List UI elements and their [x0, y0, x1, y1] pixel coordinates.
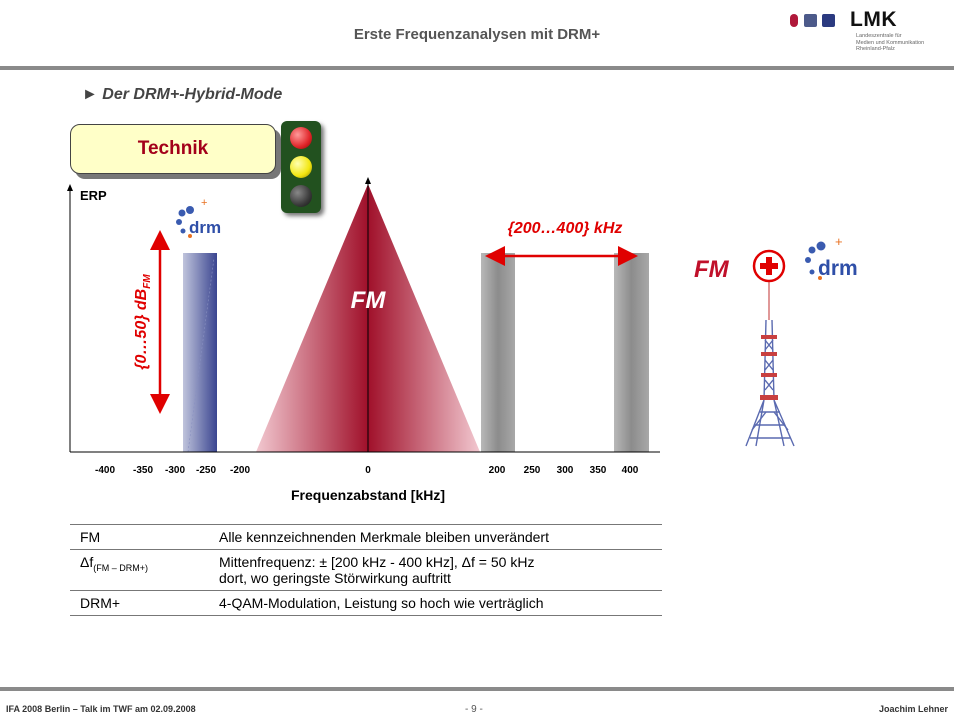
- table-value: Mittenfrequenz: ± [200 kHz - 400 kHz], Δ…: [209, 549, 662, 591]
- center-arrowhead: [365, 177, 371, 184]
- logo-square-red: [790, 14, 798, 27]
- grey-band-400: [614, 253, 649, 452]
- table-key: Δf(FM – DRM+): [70, 549, 209, 591]
- x-tick-label: -350: [133, 465, 153, 476]
- table-value: 4-QAM-Modulation, Leistung so hoch wie v…: [209, 590, 662, 616]
- x-tick-label: -200: [230, 465, 250, 476]
- table-key: DRM+: [70, 590, 209, 616]
- x-tick-label: -300: [165, 465, 185, 476]
- hybrid-logo: FM + drm: [694, 234, 858, 283]
- logo-subtitle-line: Rheinland-Pfalz: [856, 46, 895, 52]
- x-tick-label: -250: [196, 465, 216, 476]
- khz-range-label: {200…400} kHz: [508, 220, 623, 237]
- info-table: FM Alle kennzeichnenden Merkmale bleiben…: [70, 524, 662, 616]
- table-key: FM: [70, 524, 209, 550]
- traffic-light-icon: [281, 121, 321, 213]
- page-title: Erste Frequenzanalysen mit DRM+: [353, 26, 601, 43]
- table-value: Alle kennzeichnenden Merkmale bleiben un…: [209, 524, 662, 550]
- off-light: [290, 185, 312, 207]
- logo-subtitle-line: Landeszentrale für: [856, 33, 902, 39]
- x-tick-label: 250: [524, 465, 541, 476]
- x-tick-labels: -400 -350 -300 -250 -200 0 200 250 300 3…: [95, 465, 639, 476]
- drm-logo-text: drm: [189, 218, 221, 237]
- technik-button[interactable]: Technik: [70, 124, 276, 174]
- header-divider: [0, 66, 954, 70]
- yellow-light: [290, 156, 312, 178]
- logo-subtitle-line: Medien und Kommunikation: [856, 39, 925, 46]
- y-axis-label: ERP: [80, 188, 107, 203]
- x-tick-label: 0: [365, 465, 371, 476]
- logo-square-blue-2: [822, 14, 835, 27]
- fm-band-label: FM: [351, 287, 387, 314]
- tower-platforms: [760, 335, 778, 400]
- x-tick-label: 400: [622, 465, 639, 476]
- table-row: FM Alle kennzeichnenden Merkmale bleiben…: [70, 524, 662, 550]
- section-bullet: ► Der DRM+-Hybrid-Mode: [82, 86, 283, 103]
- footer-event: IFA 2008 Berlin – Talk im TWF am 02.09.2…: [6, 704, 196, 714]
- x-tick-label: -400: [95, 465, 115, 476]
- x-tick-label: 300: [557, 465, 574, 476]
- table-row: DRM+ 4-QAM-Modulation, Leistung so hoch …: [70, 590, 662, 616]
- logo-square-blue-1: [804, 14, 817, 27]
- page-number: - 9 -: [465, 704, 483, 715]
- db-range-label: {0…50} dBFM: [133, 274, 153, 370]
- grey-band-200: [481, 253, 515, 452]
- red-light: [290, 127, 312, 149]
- logo-name: LMK: [850, 8, 897, 31]
- svg-text:+: +: [201, 197, 207, 209]
- footer-divider: [0, 687, 954, 691]
- drm-band-left: [183, 253, 217, 452]
- transmission-tower-icon: [745, 282, 795, 447]
- footer-author: Joachim Lehner: [878, 704, 948, 714]
- svg-text:+: +: [835, 234, 843, 249]
- hybrid-fm-label: FM: [694, 256, 730, 283]
- drm-band-hatch: [187, 257, 215, 453]
- x-tick-label: 350: [590, 465, 607, 476]
- y-axis-arrowhead: [67, 184, 73, 191]
- hybrid-drm-text: drm: [818, 257, 858, 280]
- x-tick-label: 200: [489, 465, 506, 476]
- x-axis-title: Frequenzabstand [kHz]: [291, 487, 445, 503]
- lmk-logo: LMK Landeszentrale für Medien und Kommun…: [770, 8, 950, 64]
- table-row: Δf(FM – DRM+) Mittenfrequenz: ± [200 kHz…: [70, 549, 662, 591]
- logo-subtitle: Landeszentrale für Medien und Kommunikat…: [856, 33, 946, 53]
- drm-logo-icon: + drm: [176, 197, 221, 238]
